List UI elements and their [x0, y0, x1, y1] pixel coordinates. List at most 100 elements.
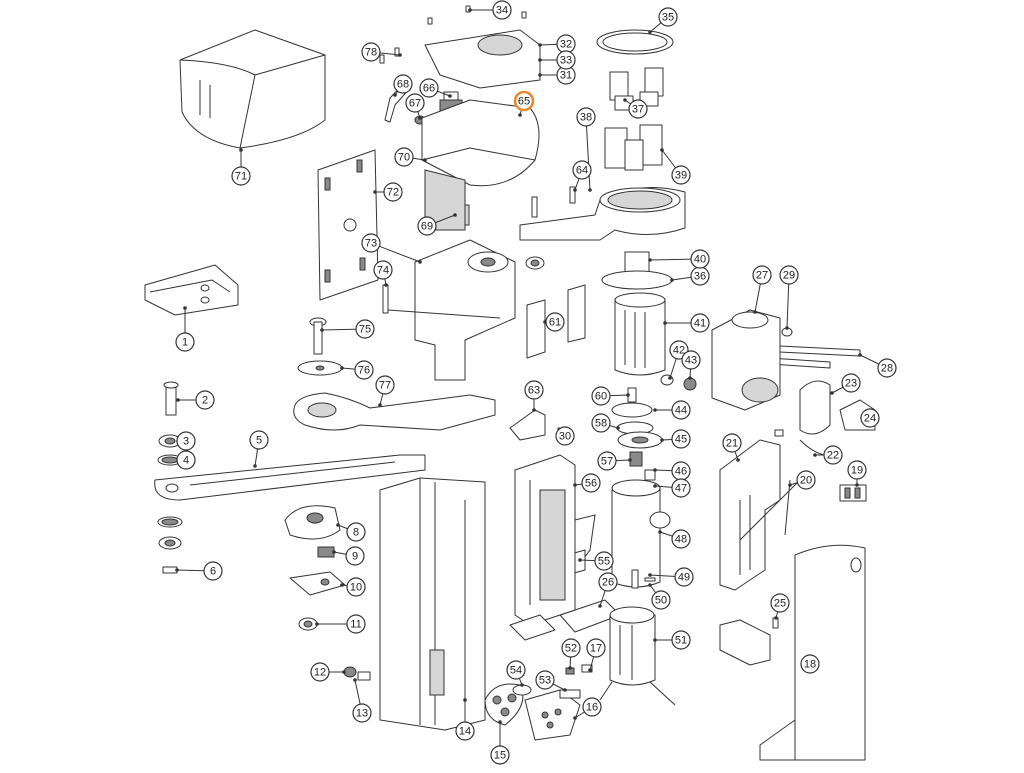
- part-11-nut-left: [298, 617, 318, 631]
- callout-label-67: 67: [409, 98, 421, 110]
- callout-16[interactable]: 16: [582, 697, 602, 717]
- callout-78[interactable]: 78: [361, 42, 381, 62]
- callout-72[interactable]: 72: [383, 182, 403, 202]
- callout-13[interactable]: 13: [352, 703, 372, 723]
- callout-12[interactable]: 12: [310, 662, 330, 682]
- callout-3[interactable]: 3: [176, 431, 196, 451]
- callout-49[interactable]: 49: [674, 567, 694, 587]
- callout-15[interactable]: 15: [490, 745, 510, 765]
- callout-51[interactable]: 51: [671, 630, 691, 650]
- callout-label-44: 44: [675, 405, 687, 417]
- callout-58[interactable]: 58: [591, 413, 611, 433]
- callout-48[interactable]: 48: [671, 529, 691, 549]
- leader-dot-25: [774, 616, 778, 620]
- callout-43[interactable]: 43: [681, 350, 701, 370]
- callout-21[interactable]: 21: [722, 433, 742, 453]
- callout-label-2: 2: [202, 395, 208, 407]
- callout-17[interactable]: 17: [586, 638, 606, 658]
- callout-45[interactable]: 45: [671, 429, 691, 449]
- callout-24[interactable]: 24: [860, 408, 880, 428]
- callout-46[interactable]: 46: [671, 461, 691, 481]
- callout-39[interactable]: 39: [671, 165, 691, 185]
- callout-19[interactable]: 19: [847, 460, 867, 480]
- callout-47[interactable]: 47: [671, 478, 691, 498]
- callout-55[interactable]: 55: [594, 551, 614, 571]
- callout-64[interactable]: 64: [572, 160, 592, 180]
- callout-8[interactable]: 8: [346, 522, 366, 542]
- callout-28[interactable]: 28: [877, 358, 897, 378]
- part-39-output-shaft: [601, 251, 673, 290]
- callout-26[interactable]: 26: [598, 572, 618, 592]
- callout-circle-44: [671, 400, 691, 420]
- callout-34[interactable]: 34: [492, 0, 512, 20]
- callout-label-15: 15: [494, 750, 506, 762]
- callout-32[interactable]: 32: [556, 34, 576, 54]
- callout-52[interactable]: 52: [561, 638, 581, 658]
- leader-dot-8: [336, 523, 340, 527]
- callout-63[interactable]: 63: [524, 380, 544, 400]
- callout-6[interactable]: 6: [203, 561, 223, 581]
- callout-2[interactable]: 2: [195, 390, 215, 410]
- callout-40[interactable]: 40: [690, 249, 710, 269]
- callout-31[interactable]: 31: [556, 65, 576, 85]
- leader-dot-63: [532, 408, 536, 412]
- callout-label-50: 50: [655, 595, 667, 607]
- callout-11[interactable]: 11: [346, 614, 366, 634]
- callout-38[interactable]: 38: [576, 107, 596, 127]
- callout-41[interactable]: 41: [690, 313, 710, 333]
- callout-60[interactable]: 60: [591, 386, 611, 406]
- callout-69[interactable]: 69: [417, 216, 437, 236]
- callout-68[interactable]: 68: [393, 74, 413, 94]
- callout-44[interactable]: 44: [671, 400, 691, 420]
- callout-30[interactable]: 30: [555, 426, 575, 446]
- leader-dot-74: [384, 283, 388, 287]
- callout-61[interactable]: 61: [545, 312, 565, 332]
- callout-56[interactable]: 56: [581, 473, 601, 493]
- callout-9[interactable]: 9: [345, 546, 365, 566]
- callout-label-55: 55: [598, 556, 610, 568]
- callout-label-4: 4: [183, 455, 189, 467]
- callout-20[interactable]: 20: [796, 470, 816, 490]
- callout-37[interactable]: 37: [628, 99, 648, 119]
- callout-1[interactable]: 1: [175, 332, 195, 352]
- callout-29[interactable]: 29: [779, 265, 799, 285]
- callout-14[interactable]: 14: [455, 721, 475, 741]
- leader-dot-16: [573, 716, 577, 720]
- callout-75[interactable]: 75: [355, 319, 375, 339]
- callout-22[interactable]: 22: [823, 445, 843, 465]
- callout-circle-6: [203, 561, 223, 581]
- callout-label-16: 16: [586, 702, 598, 714]
- callout-77[interactable]: 77: [375, 375, 395, 395]
- callout-5[interactable]: 5: [249, 430, 269, 450]
- callout-27[interactable]: 27: [752, 265, 772, 285]
- callout-74[interactable]: 74: [373, 260, 393, 280]
- callout-23[interactable]: 23: [841, 373, 861, 393]
- callout-66[interactable]: 66: [419, 78, 439, 98]
- leader-dot-77: [378, 403, 382, 407]
- callout-70[interactable]: 70: [394, 147, 414, 167]
- callout-circle-14: [455, 721, 475, 741]
- callout-35[interactable]: 35: [658, 7, 678, 27]
- callout-57[interactable]: 57: [597, 451, 617, 471]
- part-50-motor: [599, 606, 676, 706]
- callout-33[interactable]: 33: [556, 50, 576, 70]
- callout-54[interactable]: 54: [506, 660, 526, 680]
- callout-18[interactable]: 18: [800, 654, 820, 674]
- callout-25[interactable]: 25: [770, 593, 790, 613]
- callout-53[interactable]: 53: [535, 670, 555, 690]
- callout-label-25: 25: [774, 598, 786, 610]
- callout-10[interactable]: 10: [346, 577, 366, 597]
- callout-73[interactable]: 73: [361, 233, 381, 253]
- callout-circle-21: [722, 433, 742, 453]
- callout-36[interactable]: 36: [690, 266, 710, 286]
- callout-4[interactable]: 4: [176, 450, 196, 470]
- callout-50[interactable]: 50: [651, 590, 671, 610]
- callout-circle-15: [490, 745, 510, 765]
- callout-76[interactable]: 76: [354, 360, 374, 380]
- callout-65[interactable]: 65: [513, 90, 535, 112]
- leader-dot-13: [353, 678, 357, 682]
- leader-dot-33: [538, 58, 542, 62]
- leader-dot-27: [753, 310, 757, 314]
- callout-71[interactable]: 71: [231, 166, 251, 186]
- callout-67[interactable]: 67: [405, 93, 425, 113]
